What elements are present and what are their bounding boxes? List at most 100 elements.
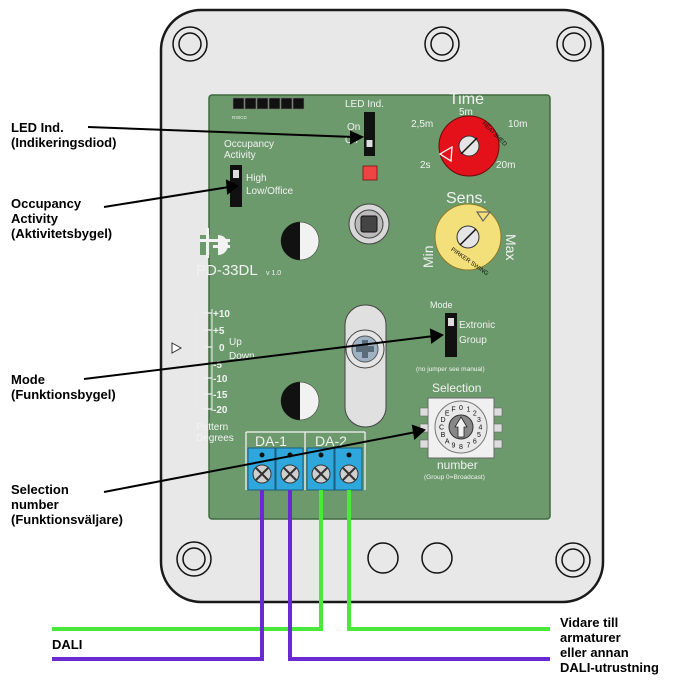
mount-hole-bottom-left [176,541,212,577]
adjust-slot[interactable] [344,304,387,428]
selection-leader-line [103,431,417,493]
selection-arrow-icon [411,424,426,440]
dial-char: B [441,432,446,439]
scale-label-7: -20 [213,405,228,416]
sens-min-label: Min [420,245,436,268]
light-sensor-upper [280,221,320,261]
callout-mode: Mode (Funktionsbygel) [11,372,116,402]
dial-char: E [445,411,450,418]
dial-char: 5 [477,432,481,439]
occupancy-arrow-icon [225,179,239,195]
pcb-board: R30CD LED Ind. On Off Occupancy Activity… [171,91,551,520]
da1-label: DA-1 [255,433,287,449]
wire-purple-1 [52,490,264,661]
dial-char: D [440,417,445,424]
dial-char: 8 [459,444,463,451]
mode-title: Mode [430,300,453,310]
mode-group-label: Group [459,335,487,346]
callout-forward-1: Vidare till [560,615,619,630]
pattern-label: Pattern [196,422,228,433]
callout-occupancy-sub: (Aktivitetsbygel) [11,226,113,241]
scale-pointer-icon [171,342,183,354]
dial-char: 1 [467,407,471,414]
callout-selection-title2: number [11,497,59,512]
wires [52,490,550,661]
occupancy-low-label: Low/Office [246,186,293,197]
dial-char: 9 [452,443,456,450]
time-title: Time [449,91,484,108]
dial-arrow-icon [454,416,468,438]
mount-hole-top-right [424,26,460,62]
led-on-label: On [347,122,360,133]
callout-mode-title: Mode [11,372,45,387]
mount-hole-bottom-right [555,542,591,578]
callout-forward: Vidare till armaturer eller annan DALI-u… [560,615,659,675]
callout-forward-2: armaturer [560,630,621,645]
led-arrow-icon [350,130,365,145]
time-10m-label: 10m [508,119,527,130]
occupancy-title: Occupancy [224,139,274,150]
cable-entry-1 [367,542,399,574]
terminal-4[interactable] [334,447,363,491]
occupancy-leader-line [103,186,230,208]
callout-led-title: LED Ind. [11,120,64,135]
dial-char: A [445,438,450,445]
selection-note: (Group 0=Broadcast) [424,474,485,481]
mount-hole-top-left [172,26,208,62]
terminal-1[interactable] [247,447,276,491]
chip-header: R30CD [232,97,305,120]
model-name: PD-33DL [196,262,258,279]
mode-leader-line [83,335,435,380]
led-indicator [362,165,378,181]
dial-char: 2 [473,411,477,418]
mount-hole-top-far-right [556,26,592,62]
callout-selection-title1: Selection [11,482,69,497]
led-ind-title: LED Ind. [345,99,384,110]
callout-dali: DALI [52,637,83,652]
scale-label-3: 0 [219,343,225,354]
callout-occupancy-title1: Occupancy [11,196,82,211]
time-knob[interactable]: HEATSHED [438,115,508,177]
callout-occupancy: Occupancy Activity (Aktivitetsbygel) [11,196,112,241]
degrees-label: Degrees [196,433,234,444]
wire-green-1 [52,490,323,631]
terminal-3[interactable] [306,447,335,491]
chip-label: R30CD [232,115,248,120]
time-5m-label: 5m [459,107,473,118]
scale-label-1: +10 [213,309,230,320]
dial-char: 7 [467,443,471,450]
sens-max-label: Max [503,234,519,260]
led-jumper[interactable] [364,112,375,156]
dial-char: 6 [473,438,477,445]
selection-title: Selection [432,381,481,395]
sens-title: Sens. [446,190,487,207]
dial-char: F [451,407,455,414]
scale-up-label: Up [229,337,242,348]
wire-green-2 [347,490,550,631]
pattern-scale: +10 +5 0 -5 -10 -15 -20 Up Down Pattern … [171,309,255,444]
logo-icon [200,228,230,258]
activity-title: Activity [224,150,256,161]
led-leader-line [87,126,355,138]
mode-extronic-label: Extronic [459,320,495,331]
callout-forward-4: DALI-utrustning [560,660,659,675]
time-25m-label: 2,5m [411,119,433,130]
dial-char: 3 [477,417,481,424]
callout-led: LED Ind. (Indikeringsdiod) [11,120,116,150]
mode-jumper[interactable] [445,313,457,357]
scale-down-label: Down [229,351,255,362]
occupancy-high-label: High [246,173,267,184]
callout-selection-sub: (Funktionsväljare) [11,512,123,527]
selection-number-label: number [437,458,478,472]
callout-lines [83,126,445,493]
sens-pointer-icon [475,211,492,223]
callout-forward-3: eller annan [560,645,629,660]
mode-arrow-icon [429,328,445,344]
terminal-block [247,447,363,491]
dial-char: 4 [479,425,483,432]
da2-label: DA-2 [315,433,347,449]
time-20m-label: 20m [496,160,515,171]
